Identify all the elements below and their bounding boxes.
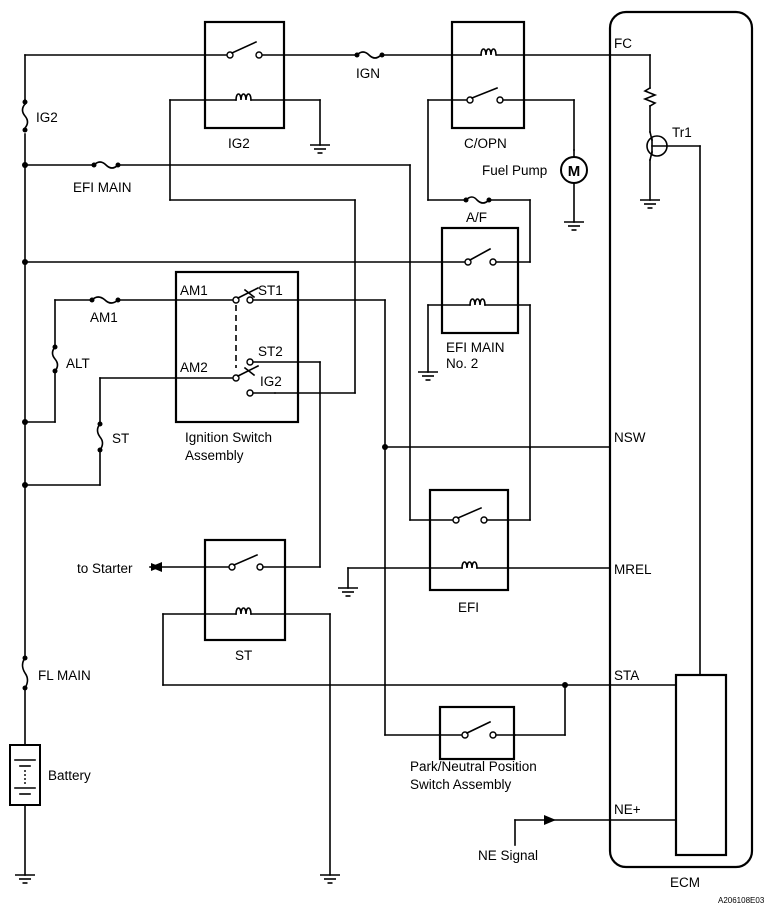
ecm-label: ECM — [670, 875, 700, 890]
sta-wire — [162, 684, 677, 736]
am1-wire — [24, 299, 234, 423]
am1-fuse-label: AM1 — [90, 310, 118, 325]
efi-main-fuse-label: EFI MAIN — [73, 180, 132, 195]
switch-am2-label: AM2 — [180, 360, 208, 375]
efi-relay-contact-icon — [452, 447, 531, 524]
efi-relay-box — [428, 488, 510, 592]
mrel-label: MREL — [614, 562, 652, 577]
battery-label: Battery — [48, 768, 91, 783]
sta-label: STA — [614, 668, 639, 683]
junction-dot — [22, 259, 28, 265]
fuel-pump-label: Fuel Pump — [482, 163, 547, 178]
am1-fuse-icon — [89, 296, 121, 304]
ground-icon — [14, 874, 36, 884]
junction-dot — [22, 162, 28, 168]
arrow-icon — [150, 562, 162, 572]
switch-st1-label: ST1 — [258, 283, 283, 298]
efi-main2-relay-coil-icon — [427, 298, 531, 449]
pn-switch-label-line1: Park/Neutral Position — [410, 759, 537, 774]
nsw-label: NSW — [614, 430, 646, 445]
junction-dot — [22, 419, 28, 425]
arrow-icon — [544, 815, 556, 825]
efi-main2-relay-box — [440, 226, 520, 335]
efi-main-fuse-icon — [91, 161, 121, 169]
st-relay-coil-icon — [162, 607, 331, 876]
efi-main2-label-line1: EFI MAIN — [446, 340, 505, 355]
ne-signal-label: NE Signal — [478, 848, 538, 863]
ig2-relay-box — [203, 20, 286, 130]
copn-relay-box — [450, 20, 526, 130]
battery-icon — [9, 744, 41, 806]
ig2-fuse-icon — [21, 99, 29, 133]
motor-icon: M — [560, 149, 588, 223]
switch-ig2-label: IG2 — [260, 374, 282, 389]
ig2-relay-contact-icon — [226, 40, 263, 59]
efi-main2-label-line2: No. 2 — [446, 356, 478, 371]
alt-fuse-label: ALT — [66, 356, 90, 371]
st-relay-contact-icon — [149, 553, 321, 571]
ground-icon — [337, 587, 359, 597]
copn-relay-contact-icon — [427, 86, 575, 201]
st-fuse-label: ST — [112, 431, 129, 446]
st-fuse-icon — [96, 421, 104, 453]
ecm-inner-block — [674, 673, 728, 857]
ground-icon — [319, 874, 341, 884]
ig2-fuse-label: IG2 — [36, 110, 58, 125]
fl-main-fuse-icon — [21, 655, 29, 691]
ignition-switch-label-line2: Assembly — [185, 448, 244, 463]
resistor-icon — [642, 86, 658, 133]
ignition-switch-box — [174, 270, 300, 424]
junction-dot — [562, 682, 568, 688]
af-fuse-label: A/F — [466, 210, 487, 225]
ground-icon — [309, 144, 331, 154]
alt-fuse-icon — [51, 344, 59, 374]
copn-relay-coil-icon — [480, 48, 497, 56]
junction-dot — [22, 482, 28, 488]
ign-fuse-label: IGN — [356, 66, 380, 81]
ground-icon — [639, 199, 661, 209]
efi-main-wire — [24, 164, 454, 521]
pn-switch-contact-icon — [384, 720, 516, 739]
copn-relay-label: C/OPN — [464, 136, 507, 151]
ne-plus-label: NE+ — [614, 802, 641, 817]
st-fuse-wire — [24, 377, 234, 486]
ground-icon — [417, 371, 439, 381]
tr1-label: Tr1 — [672, 125, 692, 140]
ground-icon — [563, 221, 585, 231]
fl-main-label: FL MAIN — [38, 668, 91, 683]
ecm-box — [608, 10, 754, 869]
ig2-relay-coil-icon — [169, 93, 321, 146]
switch-st2-label: ST2 — [258, 344, 283, 359]
ignition-switch-contact-icon — [232, 286, 386, 736]
to-starter-label: to Starter — [77, 561, 133, 576]
switch-am1-label: AM1 — [180, 283, 208, 298]
ig2-coil-feed — [169, 99, 356, 394]
fc-label: FC — [614, 36, 632, 51]
efi-main2-relay-contact-icon — [24, 247, 497, 266]
efi-relay-label: EFI — [458, 600, 479, 615]
af-wire — [427, 199, 531, 263]
st-relay-box — [203, 538, 287, 642]
figure-code: A206108E03 — [718, 896, 765, 905]
st-relay-label: ST — [235, 648, 252, 663]
pn-switch-box — [438, 705, 516, 761]
transistor-icon — [646, 131, 701, 676]
ne-signal-wire — [514, 819, 677, 846]
efi-relay-coil-icon — [347, 561, 611, 589]
ign-fuse-icon — [354, 51, 385, 59]
ig2-relay-label: IG2 — [228, 136, 250, 151]
pn-switch-label-line2: Switch Assembly — [410, 777, 512, 792]
af-fuse-icon — [463, 196, 492, 204]
svg-text:M: M — [568, 163, 581, 180]
ignition-switch-label-line1: Ignition Switch — [185, 430, 272, 445]
